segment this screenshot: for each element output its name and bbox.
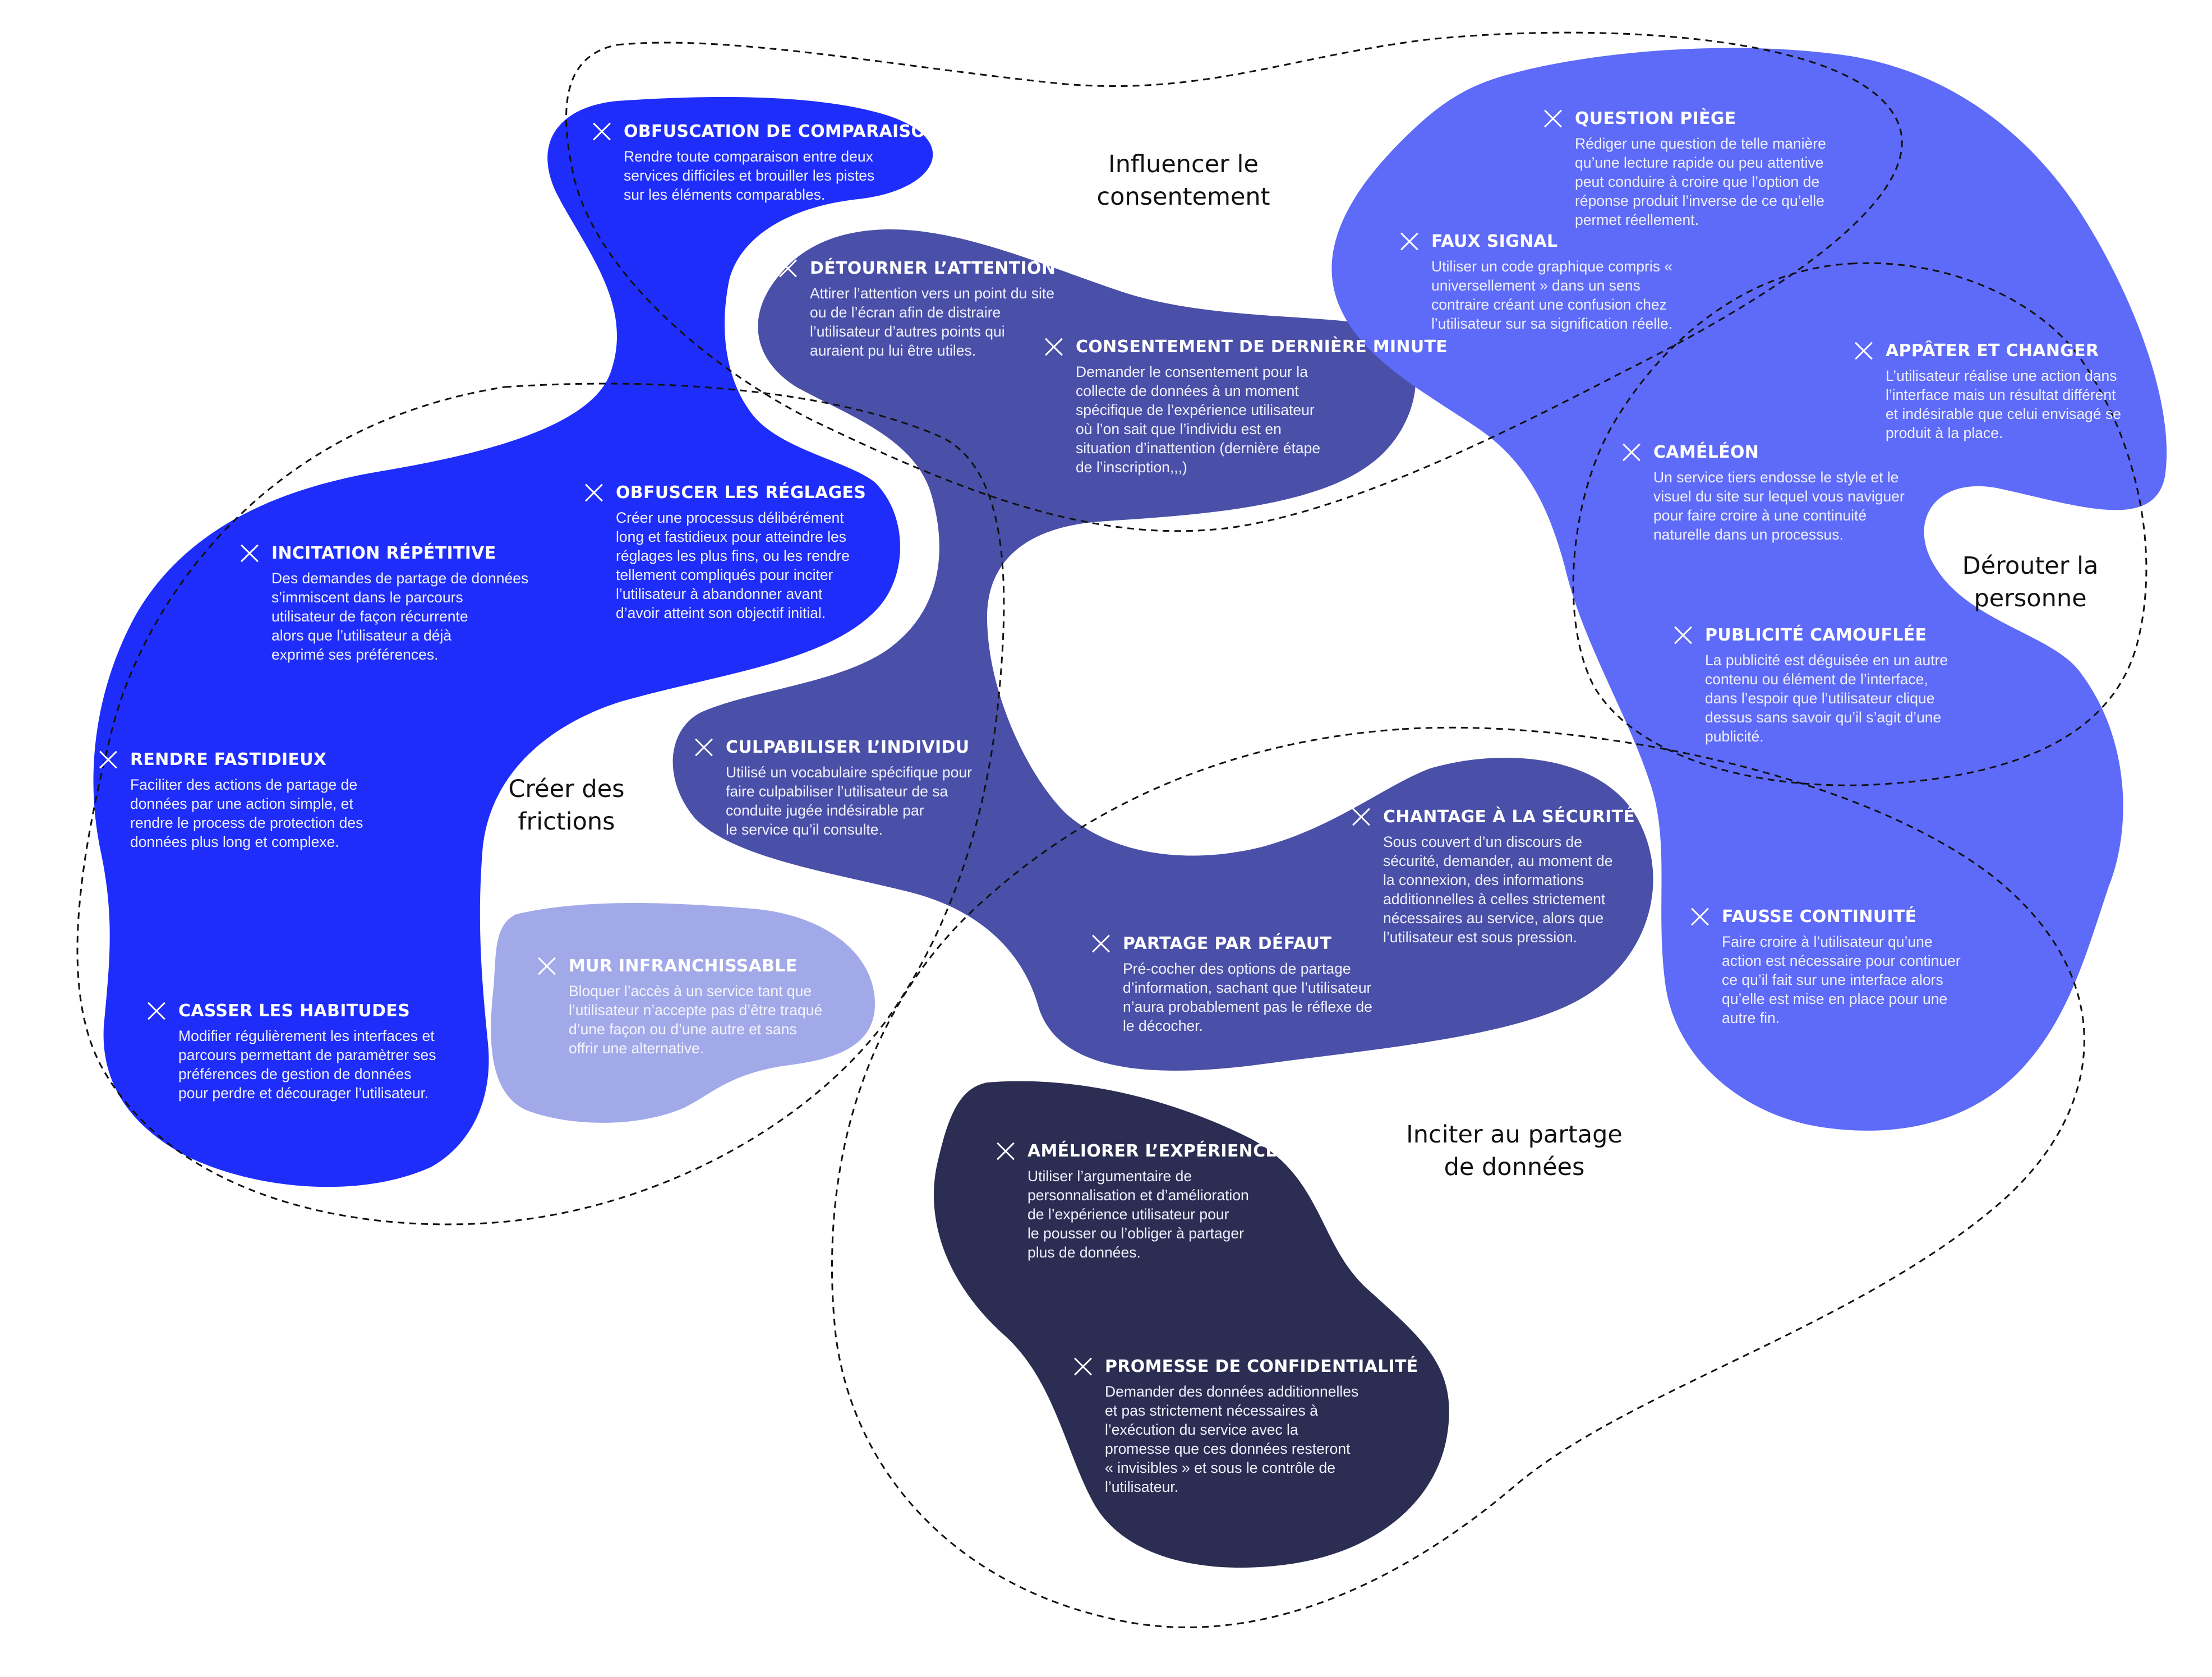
cross-icon <box>1543 109 1563 128</box>
item-description: Créer une processus délibérément long et… <box>616 509 850 621</box>
item-title: CULPABILISER L’INDIVIDU <box>726 738 970 757</box>
cross-icon <box>1854 342 1873 361</box>
item-description: Sous couvert d’un discours de sécurité, … <box>1383 833 1613 946</box>
item-title: APPÂTER ET CHANGER <box>1886 341 2099 361</box>
item-title: PROMESSE DE CONFIDENTIALITÉ <box>1105 1357 1418 1376</box>
category-influencer: Influencer le consentement <box>1096 150 1270 211</box>
outline-influencer <box>565 31 1903 532</box>
cross-icon <box>1674 626 1693 645</box>
item-title: CHANTAGE À LA SÉCURITÉ <box>1383 807 1635 827</box>
item-question-piege: QUESTION PIÈGE Rédiger une question de t… <box>1543 108 1826 229</box>
cross-icon <box>584 483 603 503</box>
item-chantage-securite: CHANTAGE À LA SÉCURITÉ Sous couvert d’un… <box>1352 807 1635 947</box>
item-title: FAUSSE CONTINUITÉ <box>1722 907 1917 927</box>
item-rendre-fastidieux: RENDRE FASTIDIEUX Faciliter des actions … <box>99 749 363 851</box>
item-description: La publicité est déguisée en un autre co… <box>1705 652 1948 745</box>
item-title: MUR INFRANCHISSABLE <box>569 956 798 976</box>
item-title: INCITATION RÉPÉTITIVE <box>271 543 496 563</box>
blob-misdirect-periwinkle <box>1331 48 2167 1131</box>
item-title: FAUX SIGNAL <box>1431 232 1558 251</box>
item-obfusquer-reglages: OBFUSCER LES RÉGLAGES Créer une processu… <box>584 482 866 623</box>
item-faux-signal: FAUX SIGNAL Utiliser un code graphique c… <box>1400 231 1672 333</box>
item-description: Modifier régulièrement les interfaces et… <box>178 1028 436 1102</box>
cross-icon <box>99 750 118 770</box>
item-ameliorer-experience: AMÉLIORER L’EXPÉRIENCE Utiliser l’argume… <box>996 1141 1277 1262</box>
item-description: Bloquer l’accès à un service tant que l’… <box>569 983 823 1057</box>
outline-derouter <box>1572 262 2148 786</box>
cross-icon <box>240 544 259 563</box>
item-description: Demander le consentement pour la collect… <box>1076 363 1321 476</box>
cross-icon <box>1352 808 1371 827</box>
item-description: Faciliter des actions de partage de donn… <box>130 776 363 850</box>
cross-icon <box>147 1002 166 1021</box>
category-inciter: Inciter au partage de données <box>1406 1121 1623 1181</box>
item-cameleon: CAMÉLÉON Un service tiers endosse le sty… <box>1622 442 1905 544</box>
item-title: PUBLICITÉ CAMOUFLÉE <box>1705 625 1927 645</box>
item-description: Utiliser l’argumentaire de personnalisat… <box>1027 1168 1249 1261</box>
item-fausse-continuite: FAUSSE CONTINUITÉ Faire croire à l’utili… <box>1690 906 1961 1028</box>
item-description: Rédiger une question de telle manière qu… <box>1575 135 1826 228</box>
blob-wall-lavender <box>491 903 875 1123</box>
item-culpabiliser-individu: CULPABILISER L’INDIVIDU Utilisé un vocab… <box>694 737 972 839</box>
item-publicite-camouflee: PUBLICITÉ CAMOUFLÉE La publicité est dég… <box>1674 625 1948 746</box>
item-title: RENDRE FASTIDIEUX <box>130 750 327 770</box>
item-description: Un service tiers endosse le style et le … <box>1653 469 1905 543</box>
item-description: Des demandes de partage de données s’imm… <box>271 570 529 663</box>
item-title: CONSENTEMENT DE DERNIÈRE MINUTE <box>1076 337 1448 357</box>
cross-icon <box>1690 907 1709 927</box>
item-description: Attirer l’attention vers un point du sit… <box>810 285 1055 359</box>
cross-icon <box>1400 232 1419 251</box>
item-consentement-derniere-minute: CONSENTEMENT DE DERNIÈRE MINUTE Demander… <box>1044 337 1448 477</box>
category-derouter: Dérouter la personne <box>1962 552 2099 612</box>
item-obfuscation-comparaison: OBFUSCATION DE COMPARAISON Rendre toute … <box>592 121 940 204</box>
item-title: QUESTION PIÈGE <box>1575 109 1736 128</box>
item-title: AMÉLIORER L’EXPÉRIENCE <box>1027 1141 1278 1161</box>
item-description: Utilisé un vocabulaire spécifique pour f… <box>726 764 972 838</box>
item-promesse-confidentialite: PROMESSE DE CONFIDENTIALITÉ Demander des… <box>1073 1356 1418 1496</box>
item-casser-habitudes: CASSER LES HABITUDES Modifier régulièrem… <box>147 1001 436 1103</box>
item-appater-changer: APPÂTER ET CHANGER L’utilisateur réalise… <box>1854 340 2121 443</box>
item-title: DÉTOURNER L’ATTENTION <box>810 259 1056 278</box>
category-friction: Créer des frictions <box>508 775 625 836</box>
cross-icon <box>1073 1357 1093 1376</box>
item-partage-par-defaut: PARTAGE PAR DÉFAUT Pré-cocher des option… <box>1091 933 1372 1035</box>
item-description: Pré-cocher des options de partage d’info… <box>1123 960 1372 1034</box>
item-detourner-attention: DÉTOURNER L’ATTENTION Attirer l’attentio… <box>778 258 1056 360</box>
item-description: Utiliser un code graphique compris « uni… <box>1431 258 1673 332</box>
blob-consent-indigo <box>672 229 1653 1071</box>
item-incitation-repetitive: INCITATION RÉPÉTITIVE Des demandes de pa… <box>240 543 528 664</box>
outline-friction <box>76 383 1005 1226</box>
item-title: CASSER LES HABITUDES <box>178 1001 410 1021</box>
outline-inciter <box>831 726 2085 1628</box>
cross-icon <box>1044 338 1063 357</box>
item-title: CAMÉLÉON <box>1653 443 1759 462</box>
cross-icon <box>537 957 556 976</box>
cross-icon <box>694 738 713 757</box>
item-title: OBFUSCATION DE COMPARAISON <box>624 122 940 141</box>
item-description: Demander des données additionnelles et p… <box>1105 1383 1359 1495</box>
item-description: Rendre toute comparaison entre deux serv… <box>624 148 875 203</box>
cross-icon <box>1091 934 1110 953</box>
cross-icon <box>592 122 611 141</box>
cross-icon <box>778 259 798 278</box>
blob-data-navy <box>934 1081 1449 1568</box>
blob-friction-blue <box>93 96 933 1187</box>
item-description: Faire croire à l’utilisateur qu’une acti… <box>1722 933 1961 1026</box>
item-title: OBFUSCER LES RÉGLAGES <box>616 483 867 503</box>
item-mur-infranchissable: MUR INFRANCHISSABLE Bloquer l’accès à un… <box>537 956 822 1058</box>
cross-icon <box>996 1142 1015 1161</box>
item-description: L’utilisateur réalise une action dans l’… <box>1886 367 2121 441</box>
item-title: PARTAGE PAR DÉFAUT <box>1123 934 1332 953</box>
cross-icon <box>1622 443 1641 462</box>
